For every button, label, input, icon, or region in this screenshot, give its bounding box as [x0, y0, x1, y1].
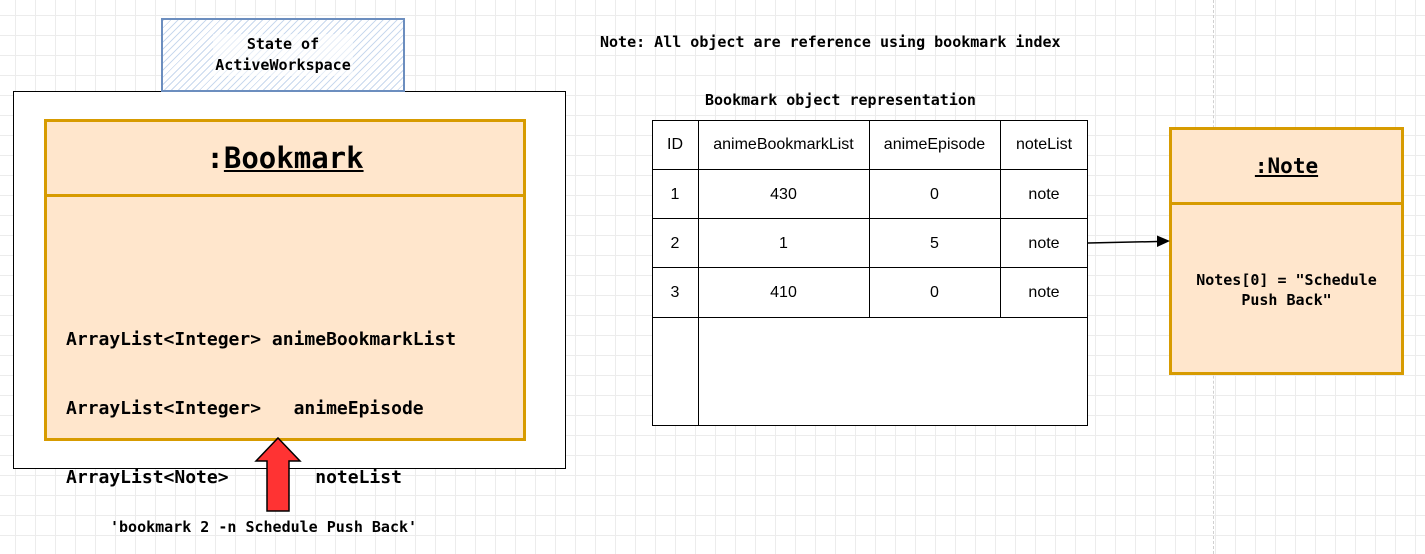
note-class-box[interactable]: :Note Notes[0] = "Schedule Push Back" [1169, 127, 1404, 375]
table-row-divider [652, 317, 1088, 318]
table-cell: 3 [670, 283, 680, 301]
table-cell: 1 [670, 185, 680, 203]
bookmark-class-header: :Bookmark [47, 122, 523, 197]
table-cell: 2 [670, 234, 680, 252]
table-row-divider [652, 169, 1088, 170]
table-header-anime-bookmark-list: animeBookmarkList [713, 136, 854, 153]
table-title: Bookmark object representation [705, 91, 976, 109]
table-row-divider [652, 218, 1088, 219]
table-cell: 5 [930, 234, 939, 252]
bookmark-class-title: :Bookmark [206, 141, 364, 175]
note-class-body: Notes[0] = "Schedule Push Back" [1172, 270, 1401, 310]
table-header-note-list: noteList [1015, 136, 1073, 153]
table-header-id: ID [667, 136, 683, 153]
state-label-line2: ActiveWorkspace [215, 56, 351, 74]
table-cell: note [1028, 185, 1060, 203]
table-cell: 0 [930, 185, 939, 203]
table-cell: 410 [770, 283, 797, 301]
bookmark-class-box[interactable]: :Bookmark [44, 119, 526, 441]
bookmark-table[interactable] [652, 120, 1088, 426]
command-text: 'bookmark 2 -n Schedule Push Back' [110, 518, 418, 536]
note-reference-arrowhead [1157, 235, 1170, 247]
table-row-divider [652, 267, 1088, 268]
table-col-divider [869, 120, 870, 318]
note-reference-connector[interactable] [1087, 240, 1159, 244]
table-col-divider [698, 120, 699, 426]
table-cell: note [1028, 283, 1060, 301]
table-cell: 0 [930, 283, 939, 301]
note-class-title: :Note [1254, 154, 1319, 178]
bookmark-class-name: Bookmark [223, 141, 364, 175]
table-cell: note [1028, 234, 1060, 252]
table-cell: 430 [770, 185, 797, 203]
state-label-line1: State of [246, 35, 320, 53]
table-header-anime-episode: animeEpisode [883, 136, 986, 153]
note-body-line1: Notes[0] = "Schedule [1196, 271, 1377, 289]
table-cell: 1 [779, 234, 788, 252]
table-col-divider [1000, 120, 1001, 318]
red-up-arrow-icon[interactable] [254, 436, 302, 512]
state-of-active-workspace-label[interactable]: State of ActiveWorkspace [161, 18, 405, 92]
note-class-header: :Note [1172, 130, 1401, 205]
reference-note: Note: All object are reference using boo… [600, 33, 1061, 51]
note-body-line2: Push Back" [1241, 291, 1332, 309]
